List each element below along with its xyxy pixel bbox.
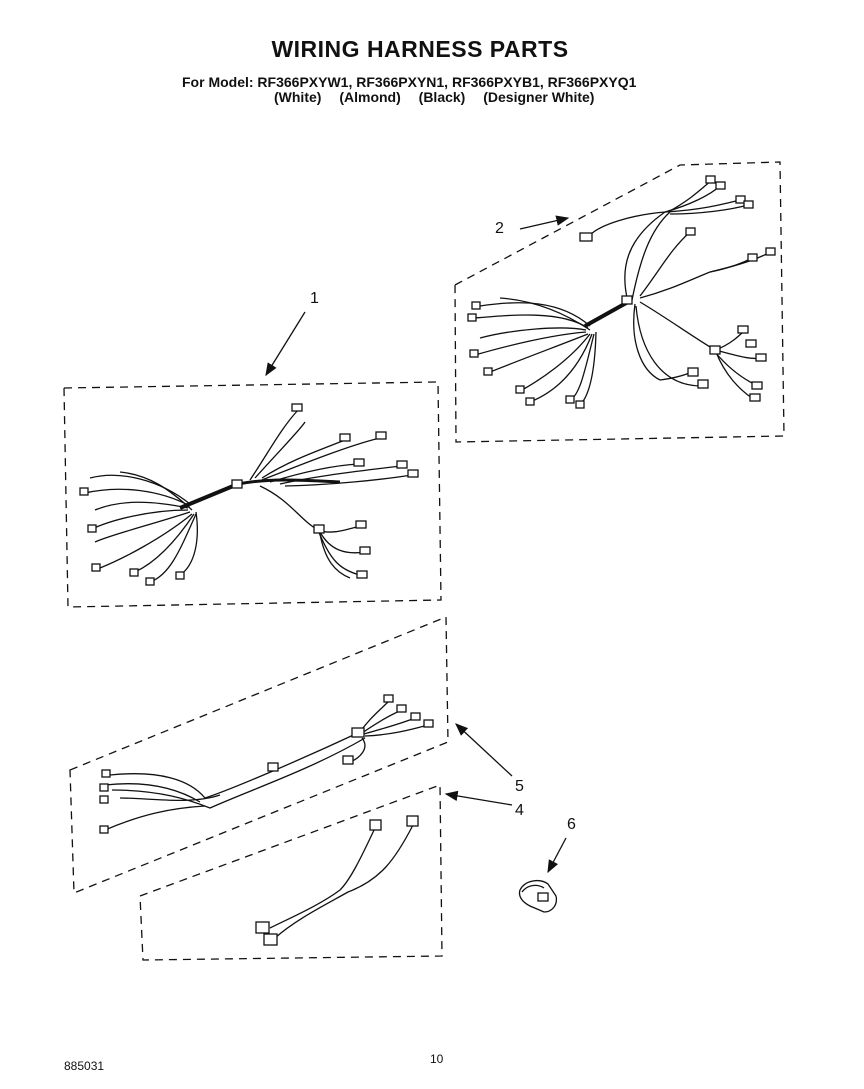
harness-part-5 [69,616,513,894]
page-number: 10 [430,1052,444,1066]
callout-1: 1 [310,290,319,307]
clip-part-6 [518,837,567,913]
harness-part-4 [139,784,513,961]
color-white: (White) [274,89,322,105]
callout-2: 2 [495,220,504,237]
callout-6: 6 [567,816,576,833]
page-title: WIRING HARNESS PARTS [271,36,569,62]
color-list: (White) (Almond) (Black) (Designer White… [274,89,608,105]
callout-4: 4 [515,802,524,819]
color-almond: (Almond) [339,89,401,105]
color-black: (Black) [418,89,466,105]
callout-5: 5 [515,778,524,795]
document-code: 885031 [64,1059,105,1073]
harness-part-2 [454,161,785,443]
harness-part-1 [63,311,442,608]
model-list: For Model: RF366PXYW1, RF366PXYN1, RF366… [182,74,637,90]
color-designer-white: (Designer White) [483,89,595,105]
